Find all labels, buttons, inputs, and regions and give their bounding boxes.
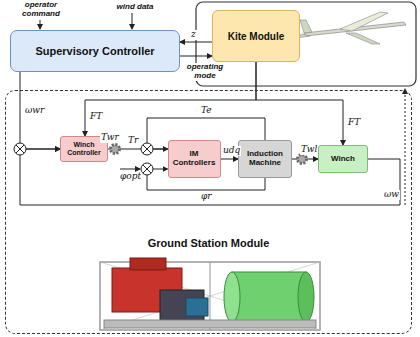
ground-station-picture xyxy=(100,258,320,330)
signal-label: Twl xyxy=(300,145,318,155)
signal-arrow xyxy=(256,62,343,145)
gear-symbol xyxy=(111,145,120,154)
kite-outer-box xyxy=(196,2,416,86)
signal-label: operating mode xyxy=(182,63,228,81)
module-box: Kite Module xyxy=(212,10,300,62)
signal-arrow xyxy=(180,42,212,43)
signal-label: φopt xyxy=(119,172,142,182)
signal-label: FT xyxy=(347,118,361,128)
signal-label: udq xyxy=(222,146,241,156)
signal-label: ωw xyxy=(383,190,400,200)
signal-label: Te xyxy=(200,106,213,116)
box-label: Kite Module xyxy=(226,31,287,42)
signal-label: Twr xyxy=(100,133,120,143)
box-label: Winch Controller xyxy=(61,141,107,156)
signal-arrow xyxy=(20,72,60,149)
region-title: Ground Station Module xyxy=(6,237,411,249)
glider-picture xyxy=(296,12,406,44)
box-label: Induction Machine xyxy=(239,150,291,168)
signal-label: Tr xyxy=(127,136,139,146)
box-label: Supervisory Controller xyxy=(33,45,156,57)
signal-label: z xyxy=(190,30,197,40)
signal-arrow xyxy=(85,62,256,136)
controller-box: Supervisory Controller xyxy=(10,30,180,72)
signal-label: ωwr xyxy=(24,106,45,116)
input-label: wind data xyxy=(112,3,158,12)
signal-arrow xyxy=(180,56,212,57)
signal-arrow xyxy=(221,159,239,160)
box-label: Winch xyxy=(329,155,357,164)
signal-label: FT xyxy=(89,112,103,122)
box-label: IM Controllers xyxy=(169,150,220,168)
summing-junction xyxy=(141,143,153,155)
winch-box: Winch xyxy=(318,145,368,173)
machine-box: Induction Machine xyxy=(238,140,292,178)
summing-junction xyxy=(141,163,153,175)
summing-junction xyxy=(14,143,26,155)
gear-symbol xyxy=(298,155,307,164)
input-label: operator command xyxy=(12,1,70,19)
signal-label: φr xyxy=(200,192,213,202)
controller-box: IM Controllers xyxy=(168,140,221,178)
